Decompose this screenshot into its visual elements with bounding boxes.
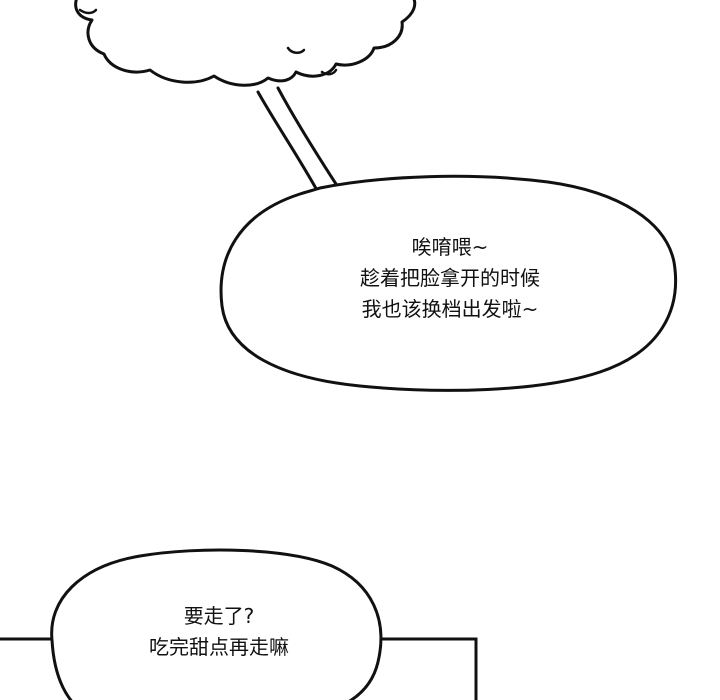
cloud-detail-2 bbox=[286, 46, 306, 54]
thought-bubble-cloud bbox=[74, 0, 417, 87]
speech-bubble-lower-text: 要走了? 吃完甜点再走嘛 bbox=[84, 601, 354, 663]
bubble-line: 趁着把脸拿开的时候 bbox=[360, 266, 540, 290]
speech-bubble-lower-outline bbox=[50, 548, 383, 700]
cloud-detail-3 bbox=[320, 68, 338, 76]
bubble-line: 要走了? bbox=[183, 604, 255, 628]
bubble-tail-left bbox=[256, 90, 320, 194]
bubble-line: 唉唷喂~ bbox=[411, 235, 489, 259]
panel-border-right bbox=[374, 637, 478, 700]
bubble-line: 我也该换档出发啦~ bbox=[361, 297, 539, 321]
speech-bubble-upper-text: 唉唷喂~ 趁着把脸拿开的时候 我也该换档出发啦~ bbox=[300, 232, 600, 325]
bubble-tail-right bbox=[276, 86, 338, 186]
bubble-line: 吃完甜点再走嘛 bbox=[149, 635, 289, 659]
speech-bubble-upper-outline bbox=[219, 174, 678, 392]
cloud-detail-1 bbox=[78, 8, 98, 15]
